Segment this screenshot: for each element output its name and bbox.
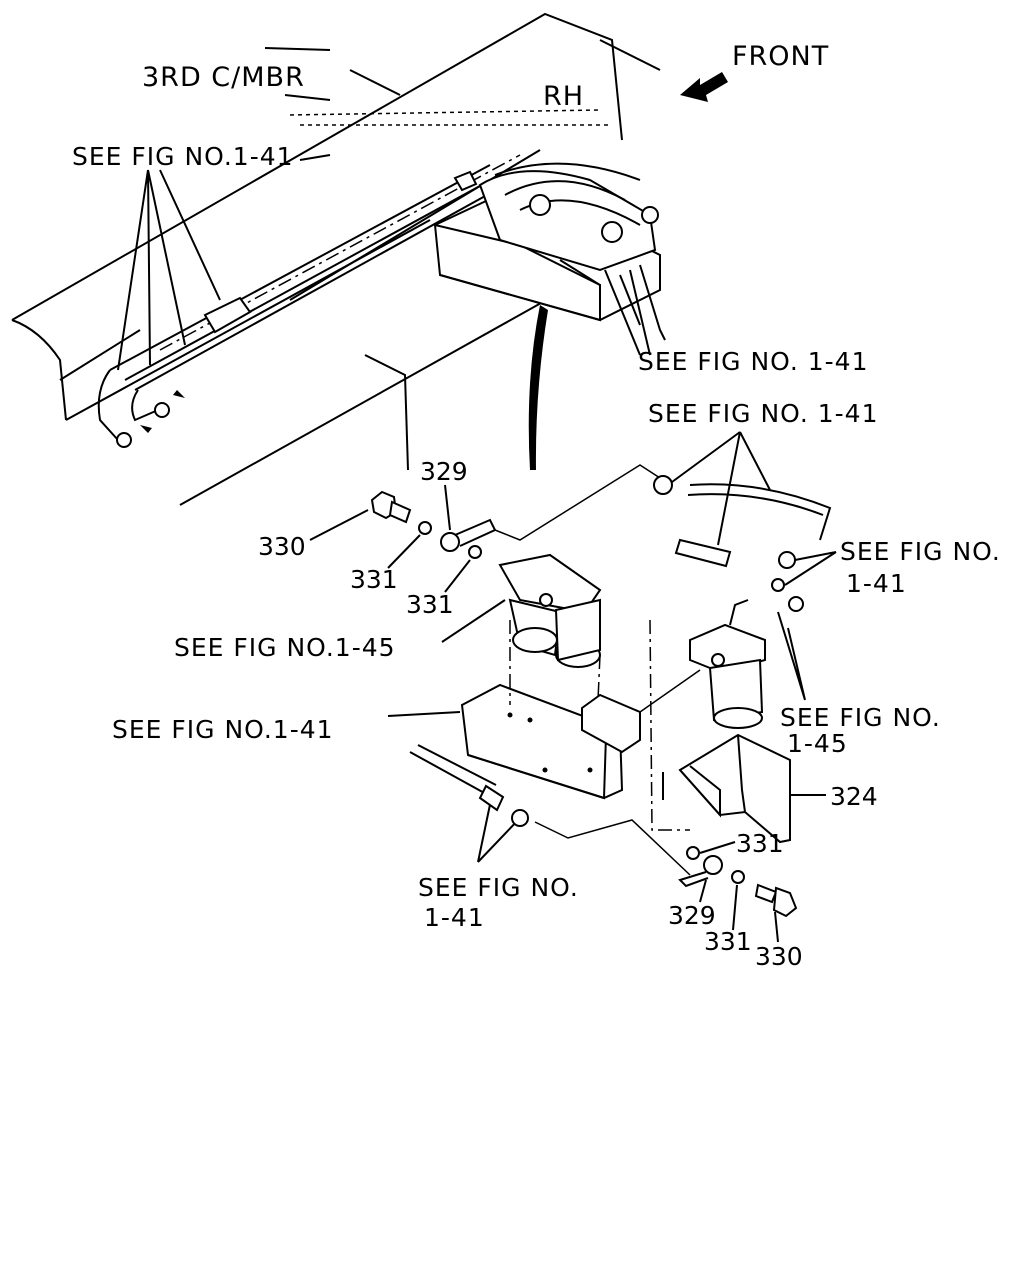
upper-bolt-leader bbox=[309, 509, 369, 541]
part-331-lower-a: 331 bbox=[736, 829, 784, 858]
ref-right-filter-leaders bbox=[777, 611, 806, 701]
bottom-hose bbox=[409, 744, 529, 827]
part-331-upper-b: 331 bbox=[406, 590, 454, 619]
frame-cross-member bbox=[11, 12, 661, 506]
front-label: FRONT bbox=[732, 41, 829, 72]
upper-bolt-330 bbox=[370, 490, 412, 524]
lower-washer-331b bbox=[731, 870, 745, 884]
ref-right-filter-line1: SEE FIG NO. bbox=[780, 703, 941, 732]
lower-fitting-guide bbox=[534, 819, 691, 876]
ref-mid-right: SEE FIG NO. 1-41 bbox=[648, 399, 878, 428]
upper-washer-331b bbox=[468, 545, 482, 559]
ref-right-filter-line2: 1-45 bbox=[787, 729, 848, 758]
right-bracket-324 bbox=[662, 733, 791, 844]
dual-fuel-filter bbox=[498, 553, 602, 668]
lower-bolt-leader bbox=[774, 911, 779, 943]
right-fuel-filter bbox=[689, 599, 766, 729]
ref-right-hose-line1: SEE FIG NO. bbox=[840, 537, 1001, 566]
upper-washer-a-leader bbox=[387, 534, 421, 569]
bracket-plate bbox=[460, 683, 641, 800]
part-331-lower-b: 331 bbox=[704, 927, 752, 956]
lower-washer-b-leader bbox=[732, 884, 738, 931]
part-330-upper: 330 bbox=[258, 532, 306, 561]
upper-eye-fitting-leader bbox=[444, 484, 451, 531]
filter-to-bracket-guide bbox=[639, 669, 701, 713]
upper-eye-fitting-329 bbox=[440, 518, 497, 552]
pipe-end-fitting-b bbox=[154, 402, 170, 418]
ref-right-hose-line2: 1-41 bbox=[846, 569, 907, 598]
fuel-pipes bbox=[97, 164, 506, 448]
lower-eye-fitting-329 bbox=[678, 855, 723, 888]
ref-top-right-leaders bbox=[604, 269, 651, 356]
ref-top-left-leaders bbox=[117, 154, 331, 371]
ref-mid-right-leaders bbox=[671, 431, 771, 546]
upper-washer-b-leader bbox=[444, 559, 471, 593]
ref-bottom-hose-leaders bbox=[477, 794, 521, 863]
part-331-upper-a: 331 bbox=[350, 565, 398, 594]
ref-bottom-hose-line2: 1-41 bbox=[424, 903, 485, 932]
pipe-end-fitting-a bbox=[116, 432, 132, 448]
right-hoses bbox=[653, 475, 832, 612]
ref-top-right: SEE FIG NO. 1-41 bbox=[638, 347, 868, 376]
part-324: 324 bbox=[830, 782, 878, 811]
lower-bolt-330 bbox=[754, 883, 798, 918]
part-329-lower: 329 bbox=[668, 901, 716, 930]
ref-top-left: SEE FIG NO.1-41 bbox=[72, 142, 294, 171]
ref-bracket: SEE FIG NO.1-41 bbox=[112, 715, 334, 744]
ref-filter: SEE FIG NO.1-45 bbox=[174, 633, 396, 662]
ref-right-hose-leaders bbox=[784, 551, 837, 586]
lower-eye-fitting-leader bbox=[699, 879, 707, 903]
part-329-upper: 329 bbox=[420, 457, 468, 486]
upper-washer-331a bbox=[418, 521, 432, 535]
ref-bracket-leader bbox=[387, 711, 461, 717]
mounted-filter-assembly bbox=[433, 162, 666, 341]
ref-bottom-hose-line1: SEE FIG NO. bbox=[418, 873, 579, 902]
assembly-arrow bbox=[528, 305, 548, 470]
lower-washer-a-leader bbox=[699, 841, 736, 854]
part-330-lower: 330 bbox=[755, 942, 803, 971]
ref-filter-leader bbox=[441, 599, 506, 643]
member-label: 3RD C/MBR bbox=[142, 62, 305, 93]
rh-label: RH bbox=[543, 81, 584, 112]
upper-fitting-guide bbox=[494, 464, 661, 541]
lower-washer-331a bbox=[686, 846, 700, 860]
front-arrow-icon bbox=[680, 72, 728, 102]
alignment-guides bbox=[509, 619, 690, 831]
